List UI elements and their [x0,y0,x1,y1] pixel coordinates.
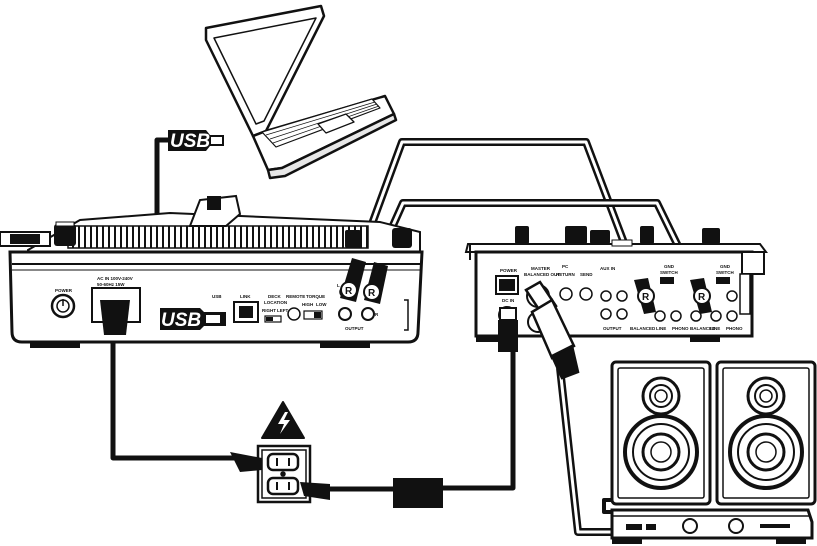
mixer-master-label: MASTER [531,266,551,271]
deck-remote-label: REMOTE [286,294,305,299]
deck-torque-high: HIGH [302,302,313,307]
mixer-aux-label: AUX IN [600,266,615,271]
deck-ac-label: AC IN 100V-240V [97,276,133,281]
deck-link-label: LINK [240,294,251,299]
rca-plug-icon: R R [340,258,388,304]
torque-switch[interactable] [303,310,323,320]
turntable-power-cable [110,335,236,461]
deck-r-label: R [375,312,379,317]
remote-jack[interactable] [287,307,301,321]
mixer-phono-label-2: PHONO [726,326,743,331]
speaker-cable [602,498,612,514]
mixer-line-label-2: LINE [710,326,720,331]
svg-text:R: R [698,292,706,303]
deck-l-label: L [337,283,340,288]
svg-text:R: R [368,288,376,299]
mixer-power-cable [443,352,516,491]
mixer-phono-label: PHONO [672,326,689,331]
xlr-plug-icon [524,280,580,380]
mixer-balanced-label-2: BALANCED [690,326,716,331]
rca-plug-icon: R R [634,278,712,314]
high-voltage-warning-icon [261,401,305,439]
deck-location-label: DECK [268,294,282,299]
mixer-master-label-2: BALANCED OUT [524,272,560,277]
deck-torque-low: LOW [316,302,327,307]
mixer-send-label: SEND [580,272,593,277]
outlet-plug-top [230,452,262,472]
mixer-gnd-switch-label-2: SWITCH [716,270,734,275]
deck-output-label: OUTPUT [345,326,364,331]
mixer-balanced-label: BALANCED [630,326,656,331]
mixer-gnd-label: GND [664,264,675,269]
usb-plug-icon: USB [160,308,226,331]
speaker-icon [610,360,712,506]
laptop-icon [204,4,398,180]
turntable: POWER AC IN 100V-240V 50-60Hz 15W USB LI… [0,194,424,348]
svg-text:R: R [642,292,650,303]
deck-power-label: POWER [55,288,73,293]
usb-plug-icon: USB [168,130,224,152]
mixer-pc-label: PC [562,264,569,269]
usb-label-bottom: USB [161,310,201,331]
deck-left-label: LEFT [277,308,288,313]
power-outlet-icon [256,444,312,504]
amplifier-icon [610,508,814,544]
mixer-line-label: LINE [656,326,666,331]
deck-torque-label: TORQUE [306,294,325,299]
mixer-dc-label: DC IN [502,298,514,303]
gnd-switch-2[interactable] [716,277,730,284]
svg-text:R: R [345,286,353,297]
mixer-output-label: OUTPUT [603,326,622,331]
deck-ac-label-2: 50-60Hz 15W [97,282,125,287]
mixer-return-label: RETURN [556,272,575,277]
dc-plug-icon [498,320,518,352]
usb-label-top: USB [170,131,210,152]
power-adapter-icon [393,478,443,508]
deck-right-label: RIGHT [262,308,276,313]
mixer-gnd-label-2: GND [720,264,731,269]
mixer-power-label: POWER [500,268,518,273]
mixer-gnd-switch-label: SWITCH [660,270,678,275]
speaker-icon [715,360,817,506]
deck-usb-label: USB [212,294,222,299]
deck-location-label-2: LOCATION [264,300,287,305]
outlet-plug-bottom [300,482,330,500]
gnd-switch-1[interactable] [660,277,674,284]
